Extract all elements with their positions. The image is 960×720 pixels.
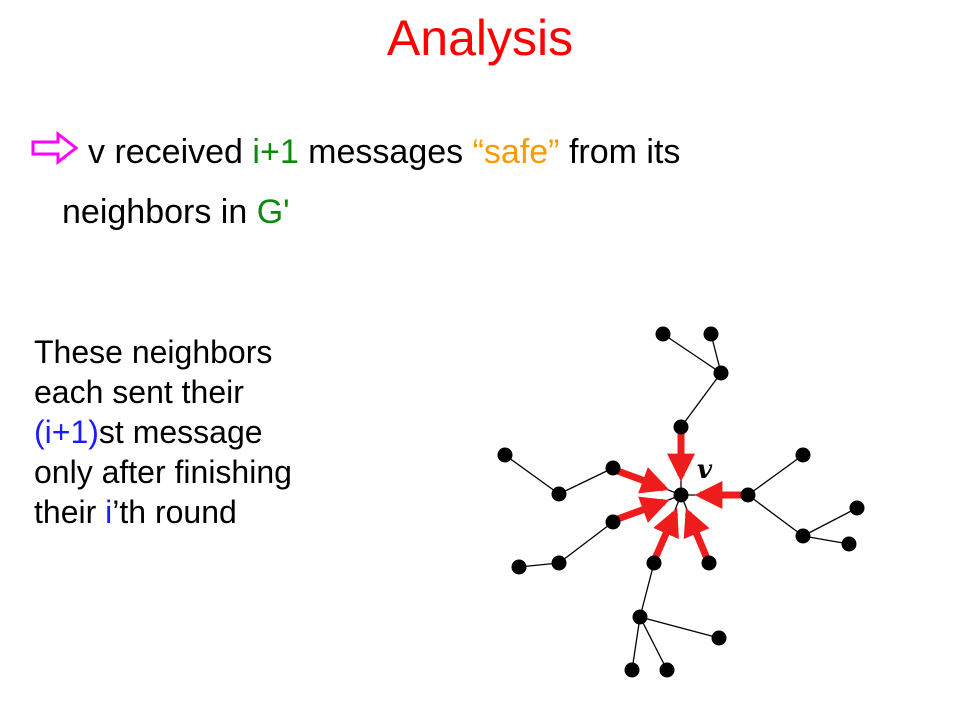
explanation-line-3: (i+1)st message bbox=[34, 412, 414, 452]
slide-title: Analysis bbox=[386, 10, 574, 66]
edge bbox=[680, 372, 722, 428]
bullet-graph-name: G' bbox=[256, 193, 290, 231]
edge bbox=[639, 562, 655, 618]
explanation-line-3-rest: st message bbox=[98, 414, 263, 450]
explanation-line-5-rest: ’th round bbox=[112, 494, 237, 530]
edge bbox=[639, 616, 720, 639]
graph-node bbox=[659, 662, 675, 678]
edge bbox=[631, 616, 641, 671]
graph-node bbox=[511, 559, 527, 575]
message-arrow bbox=[683, 507, 712, 563]
explanation-line-2: each sent their bbox=[34, 374, 244, 410]
edge bbox=[802, 507, 858, 537]
graph-node bbox=[655, 326, 671, 342]
graph-node bbox=[624, 662, 640, 678]
graph-node bbox=[551, 486, 567, 502]
graph-node bbox=[795, 447, 811, 463]
graph-node bbox=[673, 419, 689, 435]
explanation-line-5: their i’th round bbox=[34, 492, 414, 532]
bullet-line2-prefix: neighbors in bbox=[62, 193, 257, 231]
hollow-right-arrow-icon bbox=[30, 130, 80, 166]
graph-node bbox=[646, 555, 662, 571]
graph-node bbox=[605, 514, 621, 530]
explanation-line-4: only after finishing bbox=[34, 454, 292, 490]
edge bbox=[558, 467, 614, 495]
bullet-count: i+1 bbox=[252, 133, 299, 171]
explanation-line-5-prefix: their bbox=[34, 494, 106, 530]
graph-node bbox=[711, 630, 727, 646]
message-arrow bbox=[613, 496, 670, 524]
graph-node-v bbox=[673, 487, 689, 503]
edge bbox=[747, 494, 804, 537]
edge bbox=[802, 535, 850, 545]
node-label-v: v bbox=[697, 455, 713, 485]
bullet-suffix: from its bbox=[559, 133, 681, 171]
graph-node bbox=[701, 555, 717, 571]
graph-node bbox=[632, 609, 648, 625]
edge bbox=[558, 521, 614, 564]
explanation-text: These neighbors each sent their (i+1)st … bbox=[34, 332, 414, 532]
graph-node bbox=[605, 460, 621, 476]
graph-node bbox=[497, 447, 513, 463]
edge bbox=[504, 454, 560, 495]
message-arrow bbox=[613, 466, 670, 494]
bullet-prefix: v received bbox=[88, 133, 253, 171]
explanation-line-1: These neighbors bbox=[34, 334, 273, 370]
bullet-safe: “safe” bbox=[472, 133, 560, 171]
graph-node bbox=[849, 500, 865, 516]
bullet-line-1: v received i+1 messages “safe” from its bbox=[30, 128, 680, 176]
bullet-middle: messages bbox=[298, 133, 473, 171]
graph-node bbox=[795, 528, 811, 544]
graph-node bbox=[713, 365, 729, 381]
bullet-line-2: neighbors in G' bbox=[62, 188, 290, 236]
explanation-i-highlight: i bbox=[105, 494, 113, 530]
graph-node bbox=[740, 487, 756, 503]
edge bbox=[639, 616, 668, 671]
message-arrow bbox=[650, 507, 679, 563]
edge bbox=[662, 333, 722, 374]
edge bbox=[747, 454, 804, 496]
message-arrows bbox=[613, 430, 746, 563]
graph-node bbox=[703, 326, 719, 342]
graph-node bbox=[841, 536, 857, 552]
graph-nodes bbox=[497, 326, 865, 678]
explanation-round-highlight: (i+1) bbox=[34, 414, 99, 450]
graph-node bbox=[551, 555, 567, 571]
